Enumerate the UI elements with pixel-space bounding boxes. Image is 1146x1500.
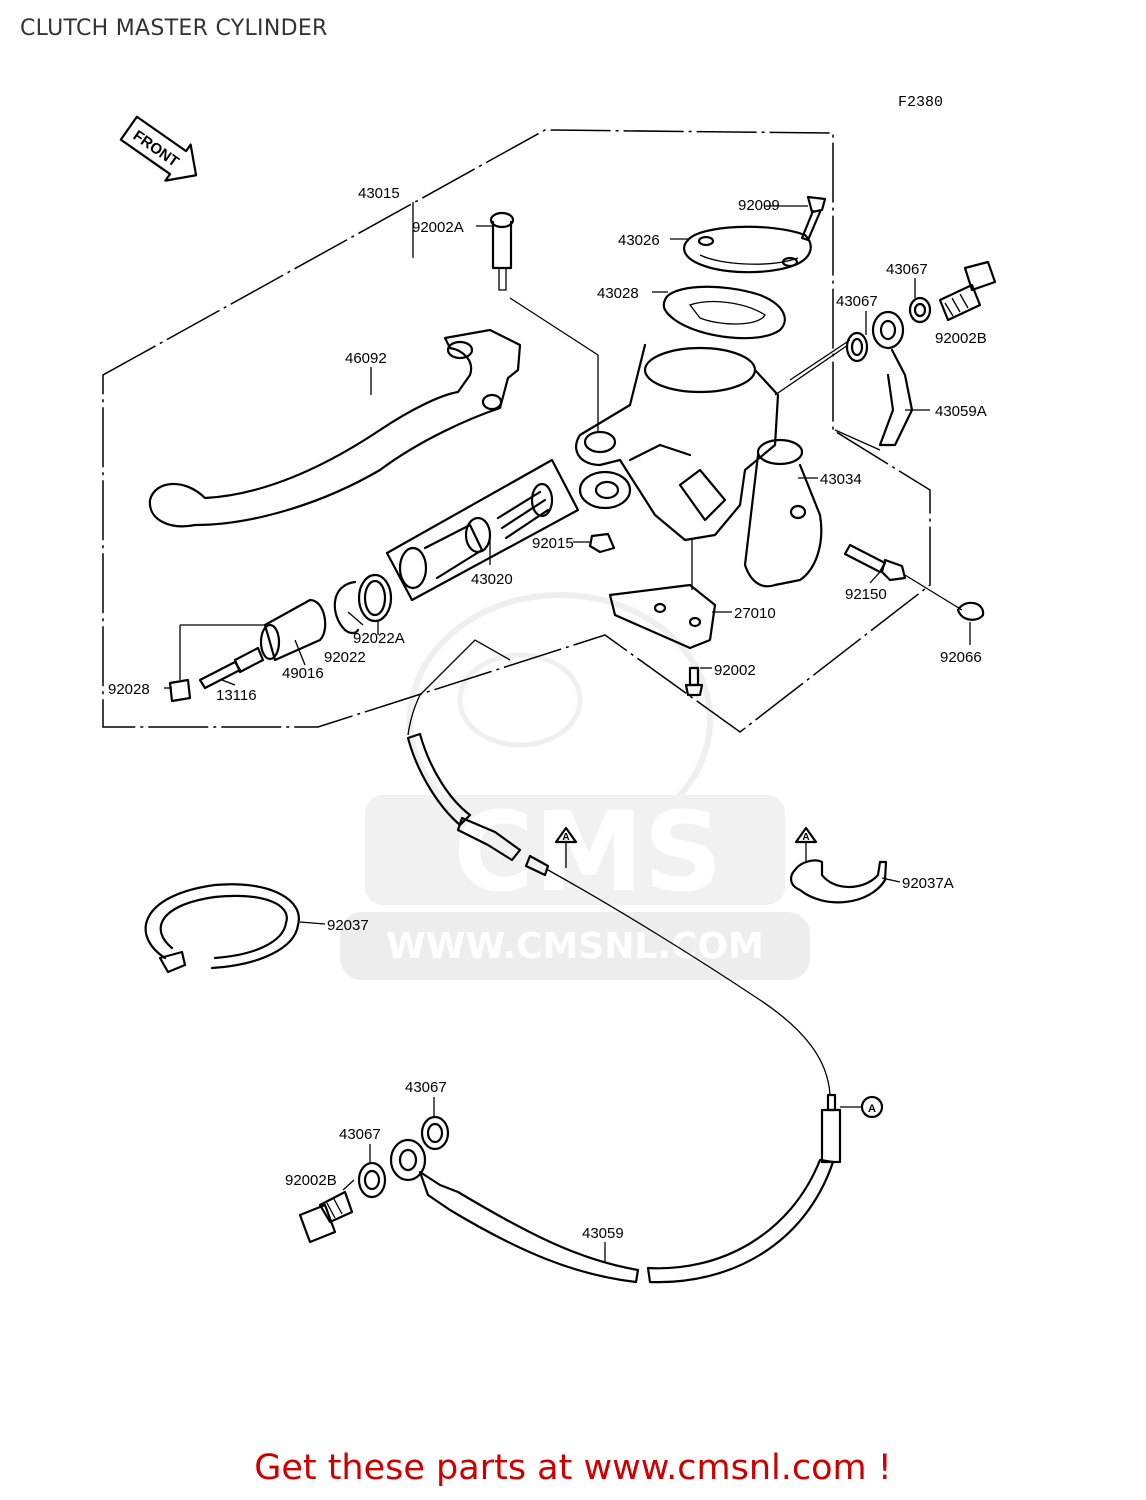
- clutch-switch: [608, 583, 717, 650]
- watermark-logo: CMS: [453, 788, 722, 916]
- reservoir-diaphragm: [662, 285, 786, 340]
- svg-text:A: A: [868, 1103, 876, 1115]
- label-92002b-bot: 92002B: [285, 1172, 337, 1189]
- washer-43067-bot-b: [357, 1161, 387, 1199]
- label-92002b-top: 92002B: [935, 330, 987, 347]
- label-43067-bot-b: 43067: [339, 1126, 381, 1143]
- screw-92002: [684, 666, 704, 697]
- label-43067-top-b: 43067: [836, 293, 878, 310]
- clutch-cable: [406, 639, 831, 1096]
- label-92002: 92002: [714, 662, 756, 679]
- bolt-92150: [843, 543, 907, 582]
- reference-mark-1: A: [554, 826, 578, 868]
- cable-clip-92037a: [790, 859, 888, 904]
- piston-assembly: [385, 458, 580, 602]
- banjo-bolt-92002b-top: [938, 260, 997, 322]
- label-43028: 43028: [597, 285, 639, 302]
- label-92150: 92150: [845, 586, 887, 603]
- label-92002a: 92002A: [412, 219, 464, 236]
- label-46092: 46092: [345, 350, 387, 367]
- label-92028: 92028: [108, 681, 150, 698]
- label-43067-bot-a: 43067: [405, 1079, 447, 1096]
- assembly-outline: [102, 129, 931, 733]
- svg-text:A: A: [802, 832, 809, 843]
- nut-92015: [588, 532, 616, 554]
- brake-hose-43059: [389, 1093, 842, 1284]
- pivot-bolt-92002a: [489, 211, 515, 291]
- label-43020: 43020: [471, 571, 513, 588]
- label-27010: 27010: [734, 605, 776, 622]
- label-92022a: 92022A: [353, 630, 405, 647]
- label-92022: 92022: [324, 649, 366, 666]
- front-arrow-icon: FRONT: [119, 115, 198, 182]
- watermark: CMS WWW.CMSNL.COM: [340, 592, 810, 980]
- washer-43067-top-b: [845, 331, 869, 363]
- label-92066: 92066: [940, 649, 982, 666]
- label-92037: 92037: [327, 917, 369, 934]
- push-rod: [198, 646, 265, 690]
- reference-mark-3: A: [840, 1095, 884, 1119]
- leader-lines: [164, 202, 971, 1262]
- label-43059a: 43059A: [935, 403, 987, 420]
- label-92037a: 92037A: [902, 875, 954, 892]
- screw-92009: [800, 195, 827, 242]
- locknut-92028: [168, 678, 192, 703]
- banjo-bolt-92002b-bot: [298, 1190, 354, 1244]
- cable-band-92037: [144, 883, 300, 974]
- circlip: [333, 580, 360, 635]
- master-cylinder-body: [575, 343, 780, 542]
- label-49016: 49016: [282, 665, 324, 682]
- part-labels: 43015 92002A 46092 92009 43026 43028 430…: [108, 185, 987, 1242]
- label-92009: 92009: [738, 197, 780, 214]
- label-43034: 43034: [820, 471, 862, 488]
- svg-text:A: A: [562, 832, 569, 843]
- reference-mark-2: A: [794, 826, 818, 862]
- clutch-lever: [148, 328, 522, 528]
- promo-link[interactable]: Get these parts at www.cmsnl.com !: [254, 1448, 892, 1488]
- label-13116: 13116: [216, 687, 257, 704]
- hose-end-43059a: [871, 310, 914, 447]
- label-92015: 92015: [532, 535, 574, 552]
- cap-92066: [956, 601, 985, 621]
- page-title: CLUTCH MASTER CYLINDER: [20, 16, 328, 41]
- dust-boot: [259, 598, 327, 662]
- watermark-url: WWW.CMSNL.COM: [386, 926, 764, 967]
- label-43059: 43059: [582, 1225, 624, 1242]
- washer-92022: [357, 573, 393, 623]
- figure-code: F2380: [898, 94, 943, 111]
- reservoir-cap: [683, 225, 812, 274]
- clamp: [743, 438, 823, 588]
- label-43015: 43015: [358, 185, 400, 202]
- label-43067-top-a: 43067: [886, 261, 928, 278]
- washer-43067-bot-a: [420, 1115, 450, 1151]
- label-43026: 43026: [618, 232, 660, 249]
- washer-43067-top-a: [908, 296, 932, 324]
